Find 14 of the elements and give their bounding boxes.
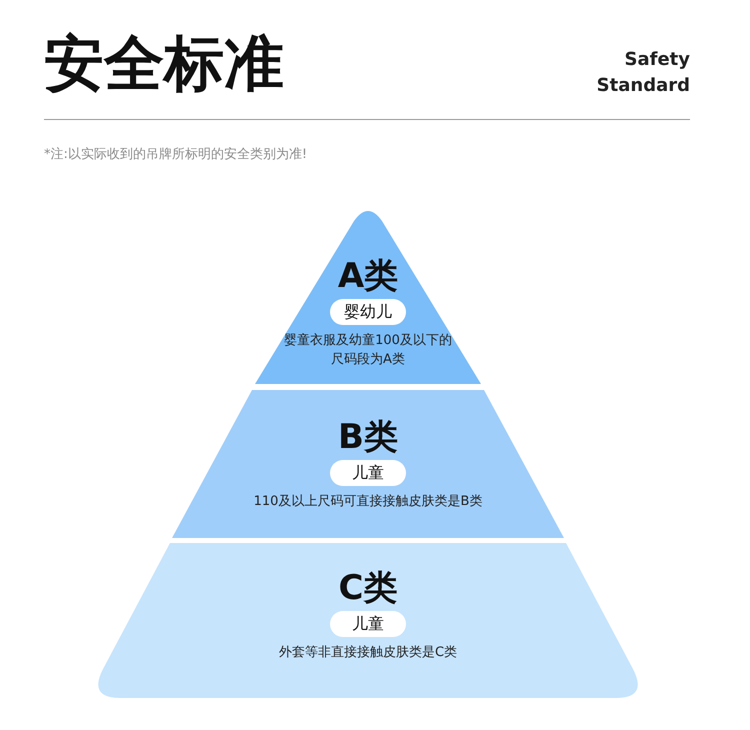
title: 安全标准	[44, 28, 284, 101]
pyramid-tier	[98, 543, 638, 698]
tier-description: 外套等非直接接触皮肤类是C类	[278, 644, 458, 662]
tier-heading: B类	[338, 418, 398, 456]
category-pill: 儿童	[330, 611, 406, 637]
subtitle: Safety Standard	[596, 48, 690, 98]
note: *注:以实际收到的吊牌所标明的安全类别为准!	[44, 146, 308, 164]
tier-description: 婴童衣服及幼童100及以下的尺码段为A类	[283, 332, 453, 369]
category-pill: 儿童	[330, 460, 406, 486]
tier-heading: A类	[338, 257, 398, 295]
tier-heading: C类	[338, 569, 398, 607]
tier-description: 110及以上尺码可直接接触皮肤类是B类	[252, 493, 484, 511]
pyramid-tier	[172, 390, 564, 538]
category-pill: 婴幼儿	[330, 299, 406, 325]
